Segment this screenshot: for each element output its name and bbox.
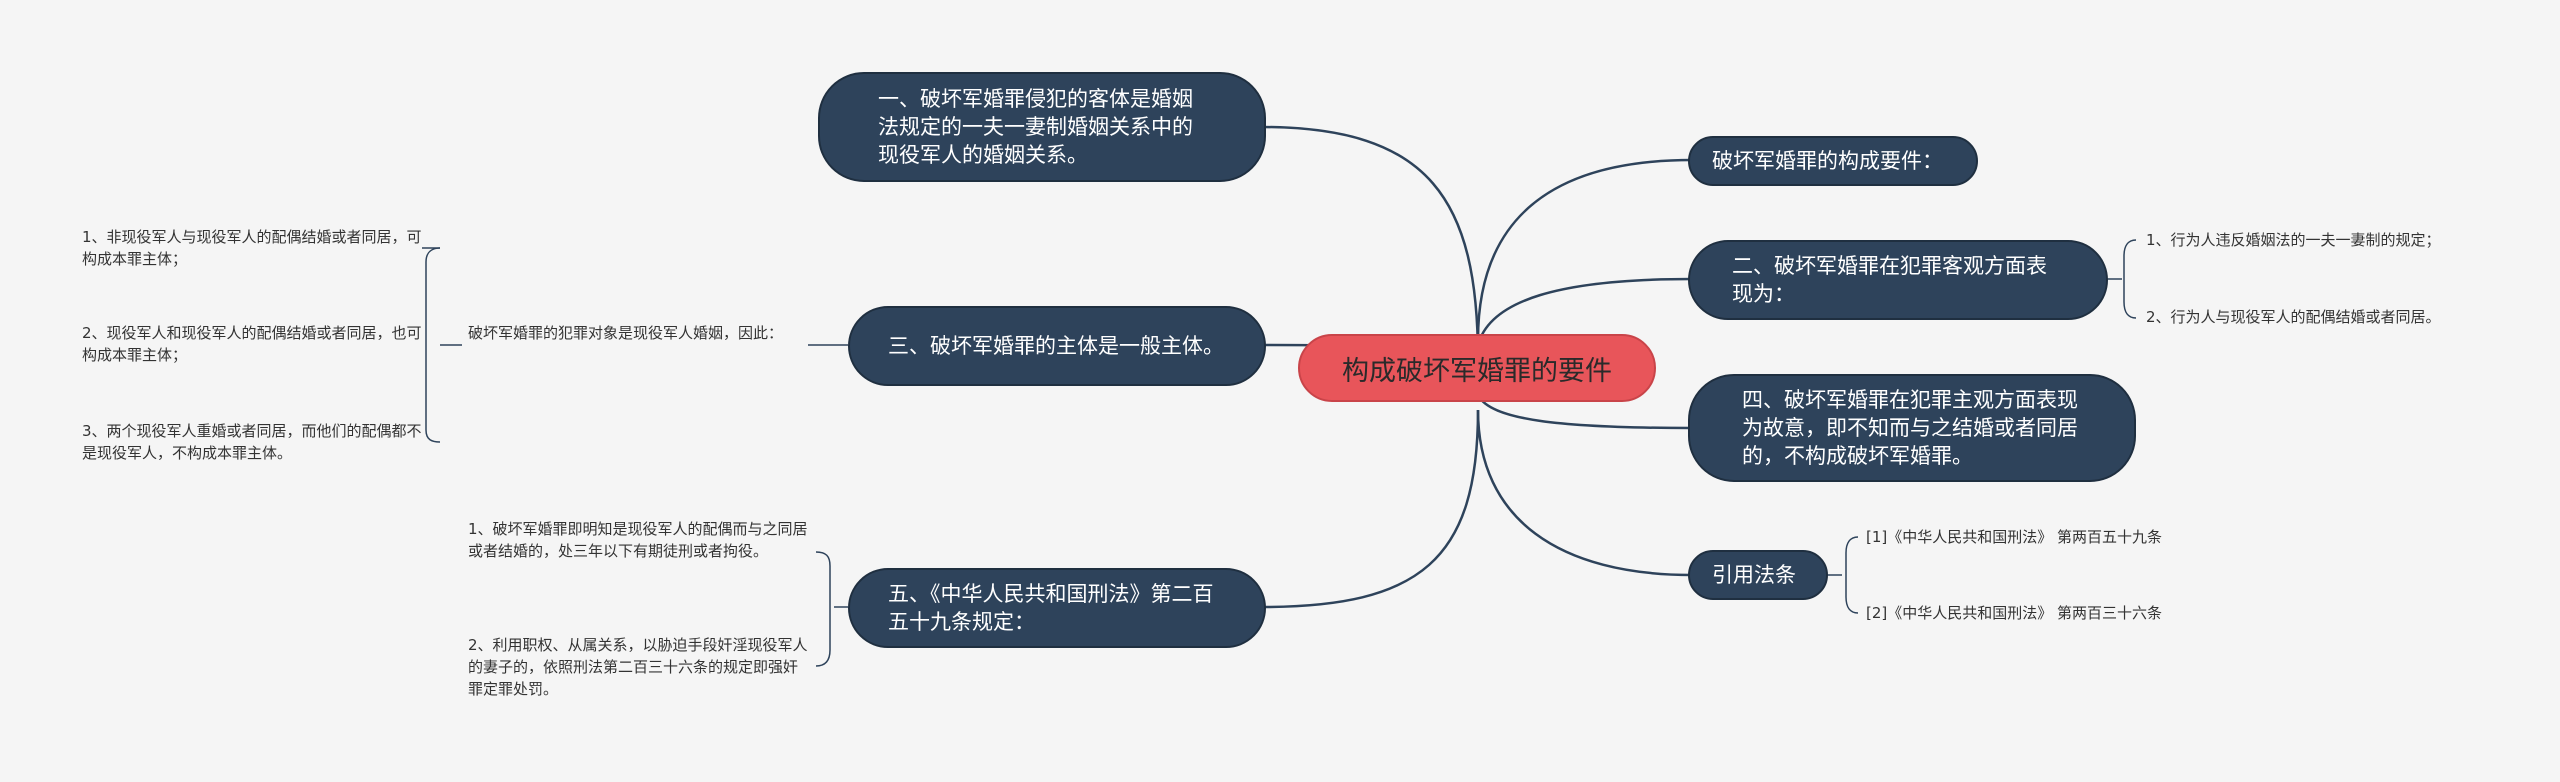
- object-node[interactable]: 一、破坏军婚罪侵犯的客体是婚姻法规定的一夫一妻制婚姻关系中的现役军人的婚姻关系。: [818, 72, 1266, 182]
- citation-item-1-label: [1]《中华人民共和国刑法》 第两百五十九条: [1866, 528, 2163, 546]
- law-node-label: 五、《中华人民共和国刑法》第二百五十九条规定：: [888, 582, 1214, 634]
- subject-item-2-label: 2、现役军人和现役军人的配偶结婚或者同居，也可构成本罪主体；: [82, 324, 422, 364]
- law-item-2-label: 2、利用职权、从属关系，以胁迫手段奸淫现役军人的妻子的，依照刑法第二百三十六条的…: [468, 636, 808, 698]
- central-topic-label: 构成破坏军婚罪的要件: [1342, 355, 1612, 387]
- law-node[interactable]: 五、《中华人民共和国刑法》第二百五十九条规定：: [848, 568, 1266, 648]
- law-item-1-label: 1、破坏军婚罪即明知是现役军人的配偶而与之同居或者结婚的，处三年以下有期徒刑或者…: [468, 520, 808, 560]
- subjective-node[interactable]: 四、破坏军婚罪在犯罪主观方面表现为故意，即不知而与之结婚或者同居的，不构成破坏军…: [1688, 374, 2136, 482]
- subject-node-label: 三、破坏军婚罪的主体是一般主体。: [888, 334, 1224, 358]
- subject-item-2: 2、现役军人和现役军人的配偶结婚或者同居，也可构成本罪主体；: [82, 322, 422, 366]
- law-item-2: 2、利用职权、从属关系，以胁迫手段奸淫现役军人的妻子的，依照刑法第二百三十六条的…: [468, 634, 808, 700]
- elements-node[interactable]: 破坏军婚罪的构成要件：: [1688, 136, 1978, 186]
- law-item-1: 1、破坏军婚罪即明知是现役军人的配偶而与之同居或者结婚的，处三年以下有期徒刑或者…: [468, 518, 808, 562]
- citation-node[interactable]: 引用法条: [1688, 550, 1828, 600]
- subject-node[interactable]: 三、破坏军婚罪的主体是一般主体。: [848, 306, 1266, 386]
- subject-item-1-label: 1、非现役军人与现役军人的配偶结婚或者同居，可构成本罪主体；: [82, 228, 422, 268]
- objective-item-1: 1、行为人违反婚姻法的一夫一妻制的规定；: [2146, 229, 2558, 251]
- objective-item-2: 2、行为人与现役军人的配偶结婚或者同居。: [2146, 306, 2558, 328]
- central-topic[interactable]: 构成破坏军婚罪的要件: [1298, 334, 1656, 402]
- subject-mid-text: 破坏军婚罪的犯罪对象是现役军人婚姻，因此：: [468, 322, 808, 344]
- subject-item-3-label: 3、两个现役军人重婚或者同居，而他们的配偶都不是现役军人，不构成本罪主体。: [82, 422, 422, 462]
- objective-item-2-label: 2、行为人与现役军人的配偶结婚或者同居。: [2146, 308, 2441, 326]
- citation-item-2-label: [2]《中华人民共和国刑法》 第两百三十六条: [1866, 604, 2163, 622]
- objective-node-label: 二、破坏军婚罪在犯罪客观方面表现为：: [1732, 254, 2047, 306]
- citation-node-label: 引用法条: [1712, 563, 1796, 587]
- object-node-label: 一、破坏军婚罪侵犯的客体是婚姻法规定的一夫一妻制婚姻关系中的现役军人的婚姻关系。: [878, 87, 1193, 167]
- subject-item-1: 1、非现役军人与现役军人的配偶结婚或者同居，可构成本罪主体；: [82, 226, 422, 270]
- objective-item-1-label: 1、行为人违反婚姻法的一夫一妻制的规定；: [2146, 231, 2441, 249]
- subject-item-3: 3、两个现役军人重婚或者同居，而他们的配偶都不是现役军人，不构成本罪主体。: [82, 420, 422, 464]
- subject-mid-label: 破坏军婚罪的犯罪对象是现役军人婚姻，因此：: [468, 324, 784, 342]
- elements-node-label: 破坏军婚罪的构成要件：: [1712, 149, 1943, 173]
- citation-item-1: [1]《中华人民共和国刑法》 第两百五十九条: [1866, 526, 2266, 548]
- citation-item-2: [2]《中华人民共和国刑法》 第两百三十六条: [1866, 602, 2266, 624]
- objective-node[interactable]: 二、破坏军婚罪在犯罪客观方面表现为：: [1688, 240, 2108, 320]
- subjective-node-label: 四、破坏军婚罪在犯罪主观方面表现为故意，即不知而与之结婚或者同居的，不构成破坏军…: [1742, 388, 2078, 468]
